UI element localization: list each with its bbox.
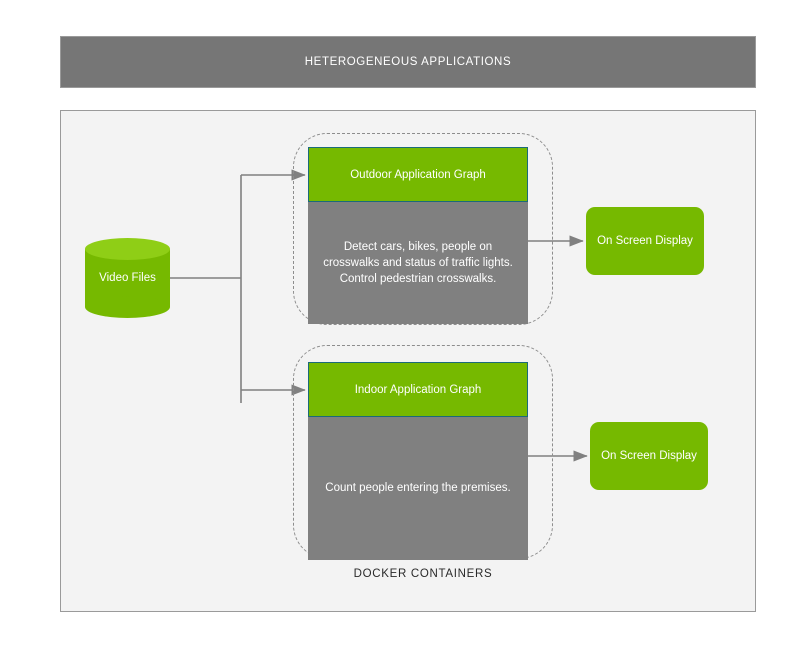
indoor-application-stack[interactable]: Indoor Application Graph Count people en… [308, 362, 528, 560]
video-files-label: Video Files [99, 272, 156, 284]
docker-container-outdoor [293, 133, 553, 325]
indoor-application-description: Count people entering the premises. [308, 417, 528, 560]
cylinder-top-icon [85, 238, 170, 260]
header-title: HETEROGENEOUS APPLICATIONS [304, 56, 512, 68]
outdoor-application-graph-header: Outdoor Application Graph [308, 147, 528, 202]
outdoor-application-description: Detect cars, bikes, people on crosswalks… [308, 202, 528, 324]
on-screen-display-outdoor-label: On Screen Display [597, 234, 693, 247]
on-screen-display-indoor[interactable]: On Screen Display [590, 422, 708, 490]
on-screen-display-outdoor[interactable]: On Screen Display [586, 207, 704, 275]
header-bar: HETEROGENEOUS APPLICATIONS [60, 36, 756, 88]
video-files-node[interactable]: Video Files [85, 238, 170, 318]
cylinder-bottom-icon [85, 296, 170, 318]
on-screen-display-indoor-label: On Screen Display [601, 449, 697, 462]
docker-containers-label: DOCKER CONTAINERS [353, 568, 493, 580]
indoor-application-graph-header: Indoor Application Graph [308, 362, 528, 417]
outdoor-application-stack[interactable]: Outdoor Application Graph Detect cars, b… [308, 147, 528, 324]
